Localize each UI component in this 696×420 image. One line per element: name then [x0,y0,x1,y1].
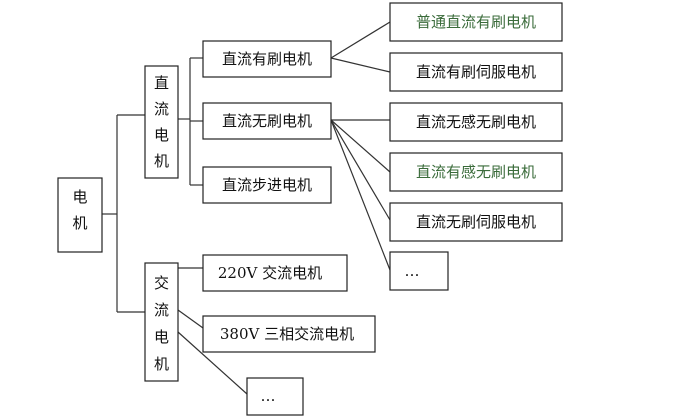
node-label: 直流有刷伺服电机 [416,63,536,81]
ac-char: 流 [154,301,169,319]
ac-char: 电 [154,328,169,346]
dc-char: 电 [154,126,169,144]
ac-char: 机 [154,355,169,373]
node-label: 普通直流有刷电机 [416,13,536,31]
node-ac-220v: 220V 交流电机 [202,254,348,292]
edge-brushless-servo [330,119,391,221]
edge-ac-380v [177,309,204,329]
edge-brushed-normal [330,21,391,59]
node-brushless-servo: 直流无刷伺服电机 [389,202,563,242]
node-dc-brushless: 直流无刷电机 [202,102,332,140]
node-label: 直流步进电机 [222,176,312,194]
node-dc-stepper: 直流步进电机 [202,166,332,204]
node-label: 380V 三相交流电机 [220,325,354,343]
node-label: 直流有感无刷电机 [416,163,536,181]
edge-brushless-sensored [330,119,391,173]
root-char: 机 [72,214,87,232]
node-label: 直流有刷电机 [222,50,312,68]
node-root-motor: 电 机 [57,177,103,253]
node-brushed-servo: 直流有刷伺服电机 [389,52,563,92]
dc-char: 流 [154,100,169,118]
node-brushless-sensorless: 直流无感无刷电机 [389,102,563,142]
edge-brushed-servo [330,57,391,73]
node-ac-more: … [246,377,304,416]
dc-char: 直 [154,74,169,92]
node-label: … [261,387,276,405]
node-label: 直流无刷伺服电机 [416,213,536,231]
node-label: 直流无感无刷电机 [416,113,536,131]
edge-brushless-more [330,119,391,271]
node-brushless-sensored: 直流有感无刷电机 [389,152,563,192]
root-char: 电 [72,188,87,206]
node-ac-380v: 380V 三相交流电机 [202,315,376,353]
node-label: 直流无刷电机 [222,112,312,130]
node-dc-brushed: 直流有刷电机 [202,40,332,78]
connectors [102,21,391,395]
node-label: 220V 交流电机 [218,264,322,282]
dc-char: 机 [154,152,169,170]
edge-ac-more [177,331,248,395]
ac-char: 交 [154,274,169,292]
node-brushless-more: … [389,251,449,291]
node-ac-motor: 交 流 电 机 [144,262,179,382]
node-normal-brushed: 普通直流有刷电机 [389,2,563,42]
node-label: … [405,262,420,280]
node-dc-motor: 直 流 电 机 [144,65,179,179]
